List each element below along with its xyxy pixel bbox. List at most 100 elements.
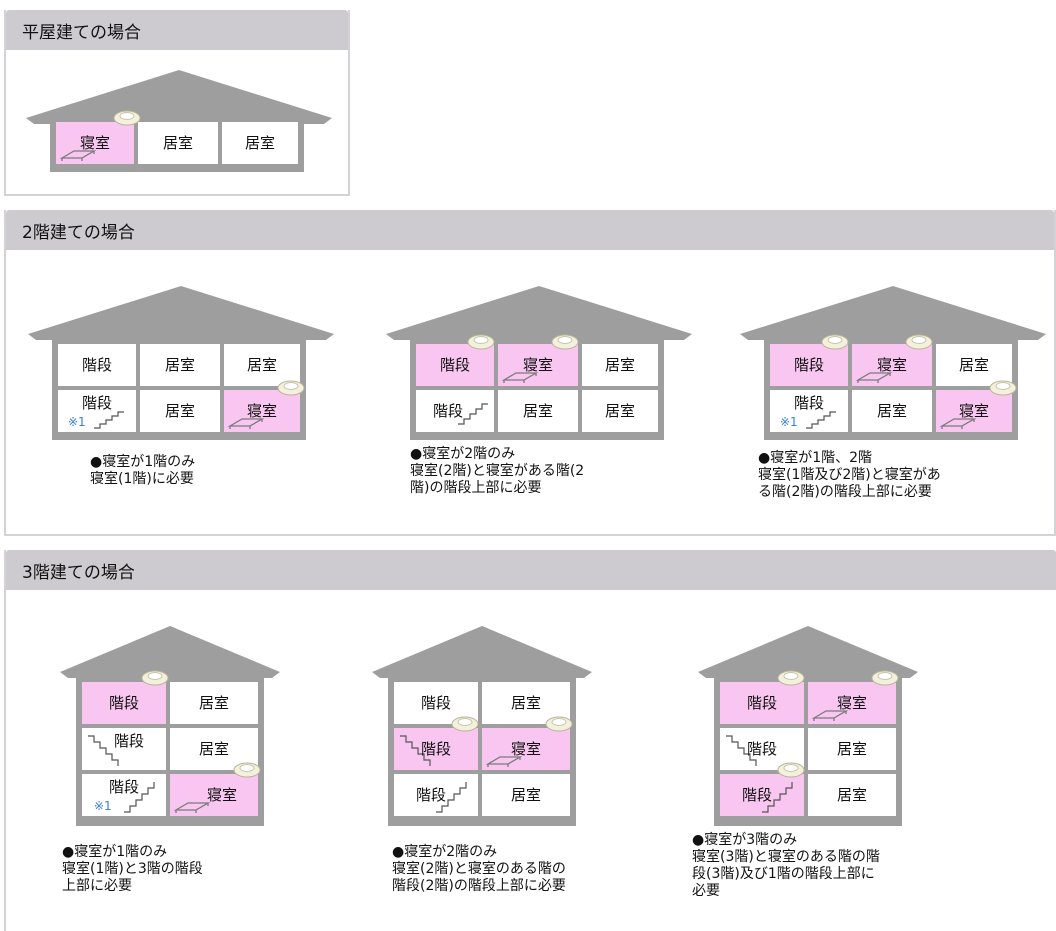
house-three-c: 階段 寝室 階段 居室 階段 居室 [698, 622, 918, 838]
room-stairs: 階段 [394, 716, 479, 770]
stairs-icon [88, 735, 119, 766]
room-label: 居室 [958, 356, 989, 374]
room-label: 階段 [108, 778, 139, 796]
room-label: 階段 [113, 732, 144, 750]
room-living: 居室 [482, 774, 570, 816]
house-two-b: 階段 寝室 居室 階段 居室 居室 [386, 284, 692, 454]
room-label: 居室 [604, 356, 635, 374]
room-living: 居室 [852, 390, 932, 432]
room-label: 居室 [164, 356, 195, 374]
room-label: 居室 [198, 740, 229, 758]
room-label: 階段 [741, 786, 772, 804]
section-two-storey: 2階建ての場合 階段 居室 居室 階段 ※1 居室 寝室 ●寝室が1階のみ 寝室… [4, 210, 1056, 536]
room-bedroom: 寝室 [498, 334, 579, 386]
room-label: 居室 [876, 402, 907, 420]
room-label: 居室 [510, 786, 541, 804]
room-stairs: 階段 [82, 670, 169, 724]
stairs-icon [400, 735, 431, 766]
caption-heading: ●寝室が1階、2階 [758, 450, 873, 466]
section-title: 平屋建ての場合 [22, 23, 141, 43]
smoke-detector-icon [989, 380, 1017, 396]
smoke-detector-icon [451, 716, 479, 732]
stairs-icon [94, 411, 124, 429]
caption-heading: ●寝室が1階のみ [62, 844, 168, 860]
room-stairs: 階段 ※1 [770, 390, 848, 432]
caption-line: 階)の階段上部に必要 [410, 480, 542, 496]
room-bedroom: 寝室 [852, 334, 933, 386]
room-living: 居室 [222, 122, 298, 164]
smoke-detector-icon [233, 762, 261, 778]
smoke-detector-icon [871, 670, 899, 686]
room-label: 階段 [108, 694, 139, 712]
room-bedroom: 寝室 [224, 380, 305, 432]
room-living: 居室 [498, 390, 578, 432]
room-label: 階段 [415, 786, 446, 804]
house-three-b: 階段 居室 階段 寝室 階段 居室 [372, 622, 592, 838]
roof [60, 626, 280, 678]
caption-three-c: ●寝室が3階のみ 寝室(3階)と寝室のある階の階 段(3階)及び1階の階段上部に… [692, 832, 880, 900]
roof [26, 70, 332, 124]
roof [372, 626, 592, 678]
room-label: 寝室 [510, 740, 541, 758]
room-label: 居室 [198, 694, 229, 712]
smoke-detector-icon [113, 110, 141, 126]
room-bedroom: 寝室 [170, 762, 261, 816]
roof [698, 626, 918, 678]
section-single-storey: 平屋建ての場合 寝室 居室 居室 [4, 10, 350, 196]
house-two-a: 階段 居室 居室 階段 ※1 居室 寝室 [28, 284, 334, 454]
caption-heading: ●寝室が1階のみ [90, 454, 196, 470]
stairs-icon [726, 735, 757, 766]
caption-line: 寝室(2階)と寝室のある階の [392, 861, 566, 877]
room-label: 寝室 [522, 356, 553, 374]
smoke-detector-icon [821, 334, 849, 350]
bed-icon [173, 802, 211, 813]
house-three-a: 階段 居室 階段 居室 階段 ※1 寝室 [60, 622, 280, 838]
room-label: 階段 [746, 694, 777, 712]
room-living: 居室 [582, 390, 658, 432]
room-living: 居室 [170, 682, 258, 724]
room-label: 階段 [420, 740, 451, 758]
section-header: 平屋建ての場合 [6, 10, 348, 50]
room-living: 居室 [224, 344, 300, 386]
room-stairs: 階段 [720, 762, 805, 816]
room-stairs: 階段 [416, 334, 495, 386]
room-label: 寝室 [246, 402, 277, 420]
room-label: 居室 [510, 694, 541, 712]
bed-icon [855, 372, 893, 383]
house-two-c: 階段 寝室 居室 階段 ※1 居室 寝室 [740, 284, 1046, 454]
room-label: 居室 [162, 134, 193, 152]
room-label: 階段 [793, 394, 824, 412]
stairs-icon [806, 411, 836, 429]
room-label: 居室 [604, 402, 635, 420]
room-living: 居室 [138, 122, 218, 164]
room-stairs: 階段 [720, 670, 805, 724]
room-living: 居室 [140, 344, 220, 386]
smoke-detector-icon [141, 670, 169, 686]
room-label: 居室 [164, 402, 195, 420]
smoke-detector-icon [777, 670, 805, 686]
section-three-storey: 3階建ての場合 階段 居室 階段 居室 階段 ※1 寝室 ●寝室が1階のみ 寝室… [4, 550, 1056, 931]
room-stairs: 階段 [58, 344, 136, 386]
room-label: 階段 [81, 394, 112, 412]
caption-two-b: ●寝室が2階のみ 寝室(2階)と寝室がある階(2 階)の階段上部に必要 [410, 446, 584, 497]
bed-icon [501, 372, 539, 383]
house-single: 寝室 居室 居室 [26, 68, 332, 188]
bed-icon [811, 710, 849, 721]
stairs-icon [458, 403, 488, 425]
stairs-icon [124, 782, 155, 813]
room-label: 寝室 [206, 786, 237, 804]
footnote-mark: ※1 [94, 799, 112, 813]
room-label: 寝室 [79, 134, 110, 152]
room-stairs: 階段 [394, 774, 478, 816]
room-stairs: 階段 ※1 [82, 774, 166, 816]
room-living: 居室 [582, 344, 658, 386]
caption-two-a: ●寝室が1階のみ 寝室(1階)に必要 [90, 454, 195, 488]
caption-line: る階(2階)の階段上部に必要 [758, 484, 932, 500]
room-label: 寝室 [958, 402, 989, 420]
room-label: 居室 [836, 740, 867, 758]
caption-line: 寝室(1階)と3階の階段 [62, 861, 203, 877]
smoke-detector-icon [277, 380, 305, 396]
room-living: 居室 [140, 390, 220, 432]
caption-two-c: ●寝室が1階、2階 寝室(1階及び2階)と寝室があ る階(2階)の階段上部に必要 [758, 450, 941, 501]
roof [740, 286, 1046, 340]
